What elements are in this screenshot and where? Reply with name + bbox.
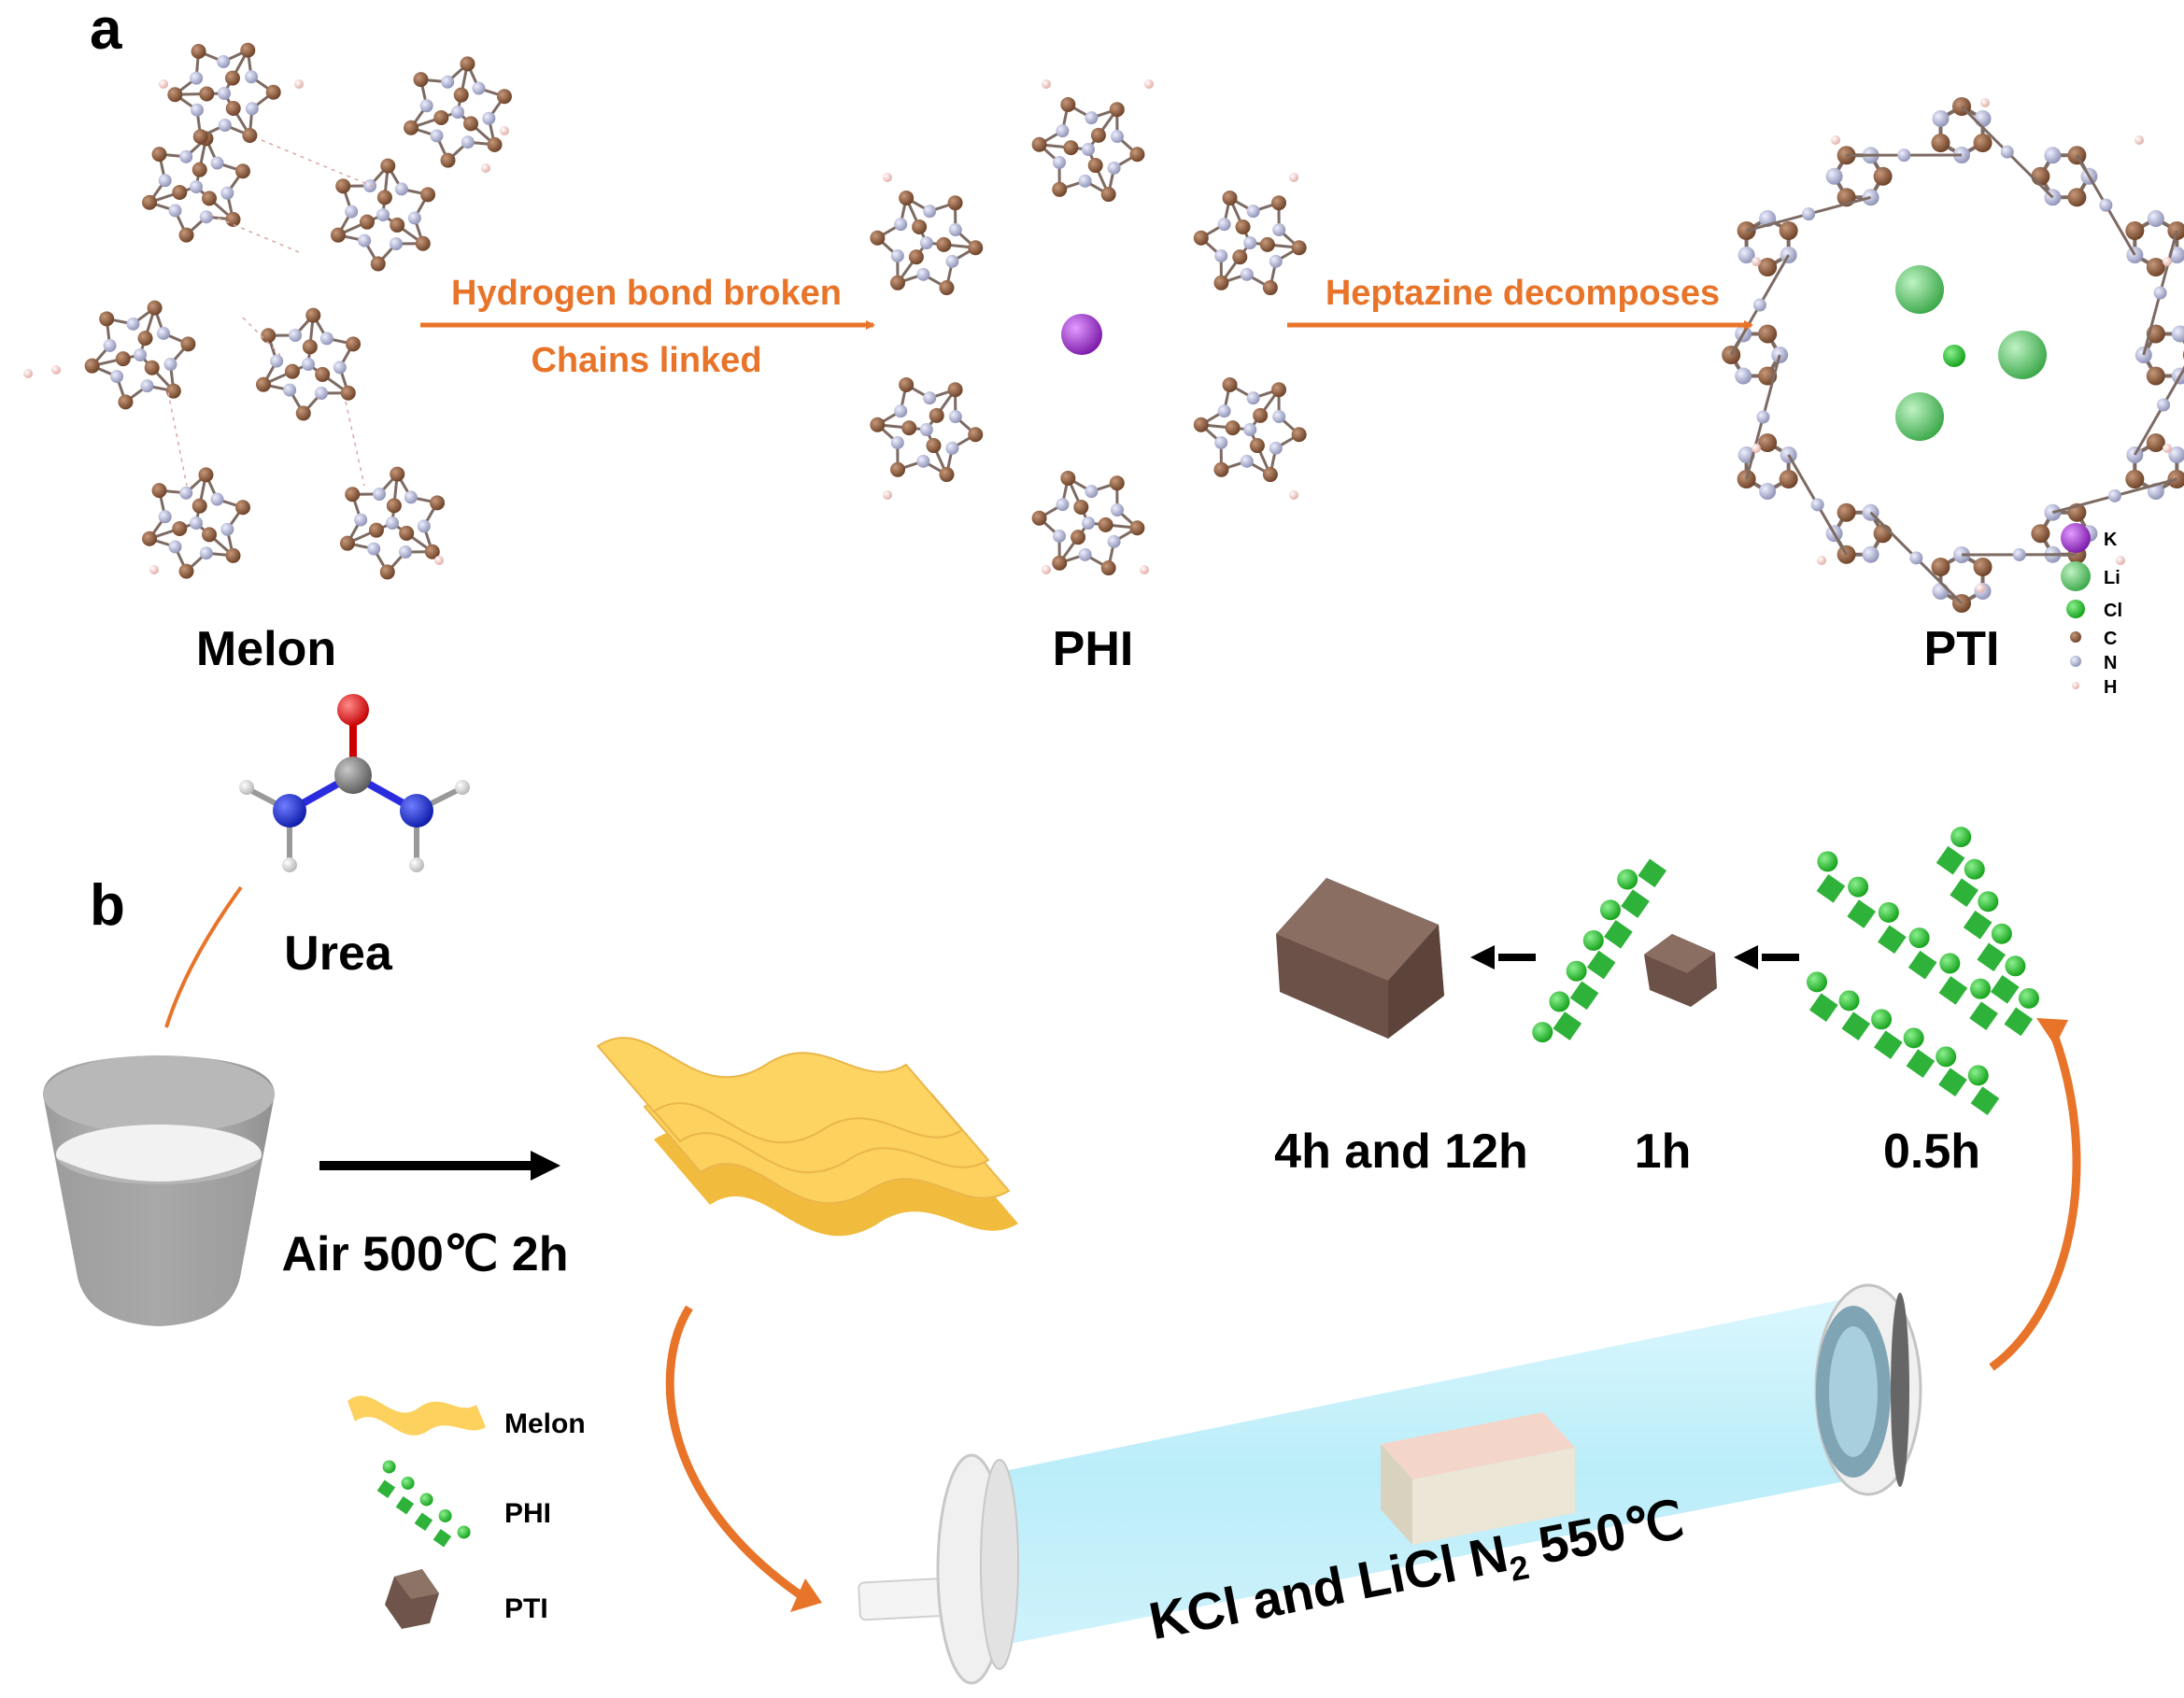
hydrogen-atom: [455, 780, 470, 795]
element-legend: K Li Cl C N H: [2061, 523, 2122, 698]
legend-c-label: C: [2104, 629, 2117, 649]
time-4h-12h: 4h and 12h: [1274, 1125, 1528, 1179]
urea-molecule: [239, 694, 470, 872]
arrow2-label: Heptazine decomposes: [1326, 274, 1720, 313]
time-0-5h: 0.5h: [1883, 1125, 1980, 1179]
label-pti: PTI: [1924, 622, 2000, 676]
legend-cl-label: Cl: [2104, 601, 2122, 621]
legend-pti-label: PTI: [504, 1593, 548, 1624]
legend-li-ball: [2061, 561, 2091, 591]
material-legend: Melon PHI PTI: [347, 1395, 586, 1629]
legend-c-ball: [2070, 631, 2081, 643]
legend-phi-label: PHI: [504, 1498, 551, 1529]
li-ion: [1895, 392, 1944, 441]
step1-condition: Air 500℃ 2h: [282, 1227, 569, 1281]
li-ion: [1895, 265, 1944, 314]
legend-h-label: H: [2104, 677, 2117, 698]
nitrogen-atom: [273, 794, 306, 828]
label-phi: PHI: [1053, 622, 1134, 676]
boat-side: [1381, 1444, 1412, 1545]
panel-a-letter: a: [90, 0, 122, 62]
boat-front: [1412, 1448, 1575, 1545]
pti-structure: [1722, 97, 2184, 613]
crucible: [43, 1055, 275, 1326]
label-urea: Urea: [284, 927, 393, 981]
legend-pti-icon: [385, 1569, 439, 1629]
tube-furnace: [858, 1283, 1922, 1685]
arrow-left-1: [1470, 945, 1536, 969]
arrow-left-2: [1734, 945, 1799, 969]
phi-chain-1h: [1532, 858, 1667, 1043]
arrow-to-furnace: [665, 1305, 806, 1601]
legend-li-label: Li: [2104, 568, 2120, 588]
k-ion: [1061, 314, 1102, 355]
legend-phi-icon: [376, 1460, 471, 1548]
legend-k-ball: [2061, 523, 2091, 553]
arrow-step1-head: [531, 1151, 560, 1181]
legend-melon-label: Melon: [504, 1408, 586, 1439]
legend-n-label: N: [2104, 653, 2117, 673]
phi-chains-0-5h: [1807, 827, 2039, 1115]
panel-b-letter: b: [90, 873, 125, 938]
legend-h-ball: [2072, 682, 2079, 689]
hydrogen-atom: [409, 857, 424, 872]
arrow-from-furnace: [1989, 1026, 2081, 1371]
phi-structure: [870, 79, 1307, 576]
urea-connector: [164, 885, 243, 1028]
label-melon: Melon: [196, 622, 336, 676]
boat-inside: [1381, 1412, 1575, 1479]
arrow-from-furnace-head: [2036, 1018, 2068, 1046]
legend-n-ball: [2070, 656, 2081, 667]
melon-sheets: [596, 1037, 1018, 1237]
arrow1-label-bottom: Chains linked: [531, 341, 761, 380]
melon-structure: [23, 42, 512, 580]
pti-small-crystal: [1644, 934, 1717, 1007]
cl-ion: [1943, 345, 1965, 367]
pti-large-crystal: [1276, 878, 1444, 1039]
nitrogen-atom: [400, 794, 433, 828]
arrow1-label-top: Hydrogen bond broken: [451, 274, 842, 313]
legend-k-label: K: [2104, 530, 2118, 550]
time-1h: 1h: [1635, 1125, 1692, 1179]
hydrogen-atom: [282, 857, 297, 872]
oxygen-atom: [337, 694, 369, 726]
li-ion: [1998, 331, 2047, 379]
legend-cl-ball: [2066, 600, 2085, 618]
legend-melon-icon: [347, 1395, 486, 1436]
carbon-atom: [334, 757, 372, 794]
arrow-to-furnace-head: [790, 1578, 822, 1612]
hydrogen-atom: [239, 780, 254, 795]
